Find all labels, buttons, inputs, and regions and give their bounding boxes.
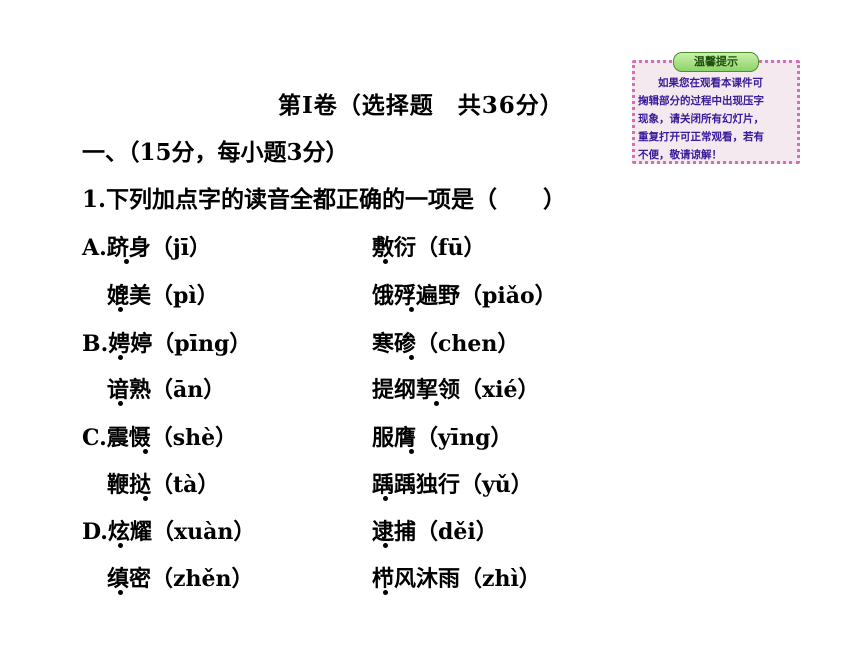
option-a-item-4: 饿殍遍野（piǎo）: [372, 283, 557, 309]
emphasis-dot: [383, 259, 388, 264]
option-d-item-2: 逮捕（děi）: [372, 519, 498, 545]
emphasis-dot: [118, 355, 123, 360]
option-c-item-2: 服膺（yīng）: [372, 425, 513, 451]
emphasis-dot: [118, 543, 123, 548]
emphasis-dot: [124, 259, 129, 264]
question-stem: 1.下列加点字的读音全都正确的一项是（ ）: [82, 186, 567, 213]
emphasis-dot: [409, 355, 414, 360]
notice-line: 如果您在观看本课件可: [658, 77, 763, 89]
emphasis-dot: [383, 543, 388, 548]
emphasis-dot: [383, 590, 388, 595]
emphasis-dot: [118, 401, 123, 406]
emphasis-dot: [143, 496, 148, 501]
option-c-item-1: C.震慑（shè）: [82, 425, 238, 451]
emphasis-dot: [434, 401, 439, 406]
option-d-item-4: 栉风沐雨（zhì）: [372, 566, 541, 592]
option-b-item-3: 谙熟（ān）: [107, 377, 226, 403]
notice-line: 重复打开可正常观看，若有: [638, 131, 764, 143]
option-c-item-3: 鞭挞（tà）: [107, 472, 220, 498]
emphasis-dot: [118, 307, 123, 312]
notice-line: 掬辑部分的过程中出现压字: [638, 95, 764, 107]
option-a-item-3: 媲美（pì）: [107, 283, 219, 309]
option-b-item-1: B.娉婷（pīng）: [82, 331, 252, 357]
notice-line: 现象，请关闭所有幻灯片，: [638, 113, 764, 125]
section-heading: 一、（15分，每小题3分）: [82, 139, 349, 166]
notice-body: 如果您在观看本课件可 掬辑部分的过程中出现压字 现象，请关闭所有幻灯片， 重复打…: [638, 74, 796, 164]
option-d-item-3: 缜密（zhěn）: [107, 566, 254, 592]
option-b-item-2: 寒碜（chen）: [372, 331, 520, 357]
notice-line: 不便，敬请谅解！: [638, 149, 722, 161]
option-a-item-2: 敷衍（fū）: [372, 235, 486, 261]
emphasis-dot: [143, 449, 148, 454]
option-a-item-1: A.跻身（jī）: [82, 235, 212, 261]
emphasis-dot: [118, 590, 123, 595]
emphasis-dot: [409, 449, 414, 454]
emphasis-dot: [409, 307, 414, 312]
option-b-item-4: 提纲挈领（xié）: [372, 377, 540, 403]
option-d-item-1: D.炫耀（xuàn）: [82, 519, 256, 545]
option-c-item-4: 踽踽独行（yǔ）: [372, 472, 533, 498]
exam-part-title: 第Ⅰ卷（选择题 共36分）: [278, 92, 564, 119]
notice-title: 温馨提示: [673, 52, 759, 72]
emphasis-dot: [383, 496, 388, 501]
